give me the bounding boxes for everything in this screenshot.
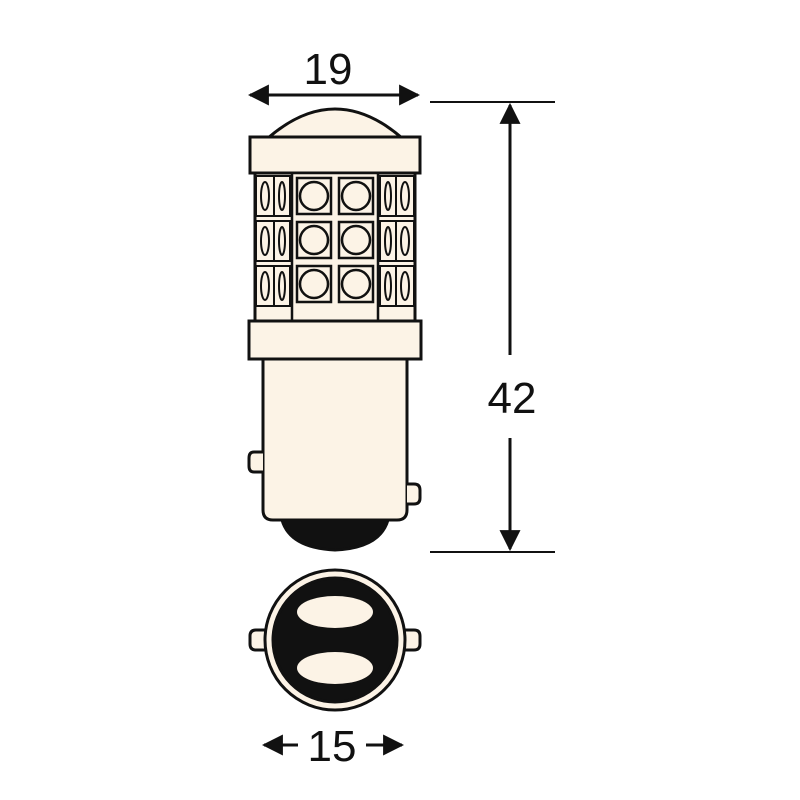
bulb-dome xyxy=(263,107,407,140)
height-label: 42 xyxy=(488,374,537,423)
side-leds-left xyxy=(255,175,291,307)
base-contact xyxy=(280,518,390,552)
end-view-contact-bottom xyxy=(297,652,373,684)
base-pin-right xyxy=(407,482,422,506)
end-view-contact-top xyxy=(297,596,373,628)
bulb-lower-cap xyxy=(247,319,423,361)
end-view-pin-left xyxy=(248,628,267,652)
base-width-label: 15 xyxy=(308,722,357,771)
top-width-label: 19 xyxy=(304,45,353,94)
base-pin-left xyxy=(247,450,263,474)
front-led-grid xyxy=(295,176,375,304)
side-leds-right xyxy=(379,175,415,307)
end-view-pin-right xyxy=(403,628,422,652)
bayonet-base-end-view-icon xyxy=(248,568,422,712)
bulb-top-cap xyxy=(248,135,422,175)
bulb-base xyxy=(261,357,409,522)
